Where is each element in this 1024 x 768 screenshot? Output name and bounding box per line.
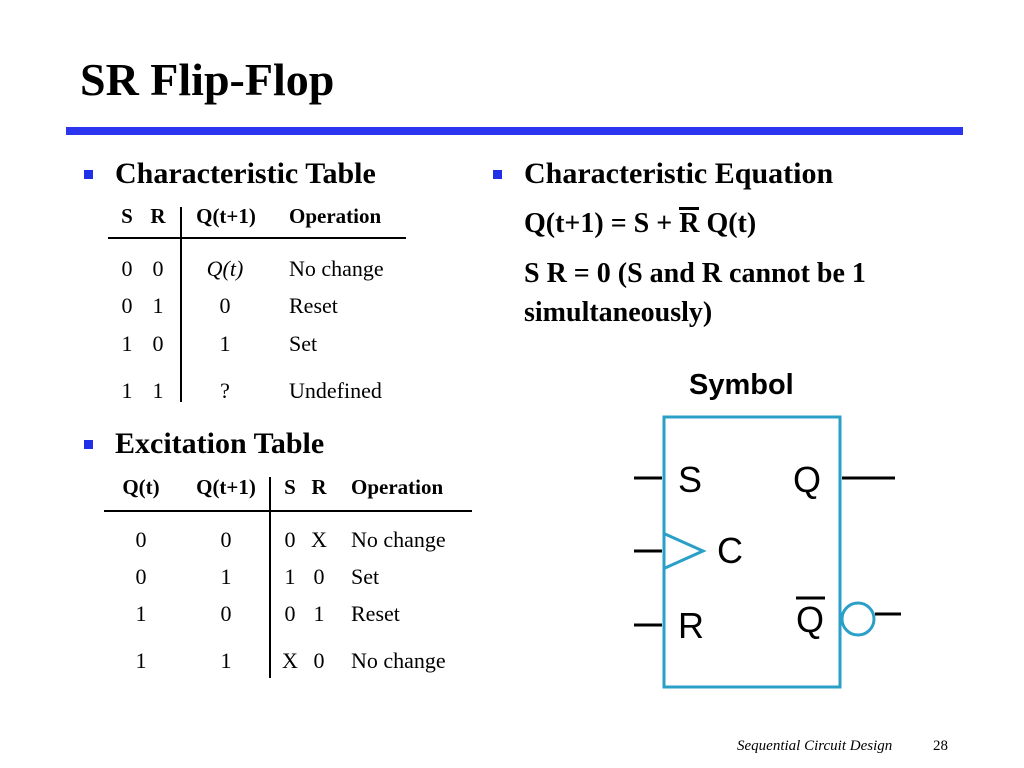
output-label-q: Q [793,459,821,500]
table-cell: Reset [351,601,400,626]
col-header-s: S [121,204,133,228]
excitation-table-heading: Excitation Table [115,427,325,460]
table-cell: Undefined [289,378,382,403]
table-cell: No change [351,527,446,552]
table-cell: 1 [121,378,133,403]
output-label-q-bar: Q [796,599,824,640]
col-header-r: R [150,204,166,228]
table-cell: 1 [121,331,133,356]
table-cell: 0 [220,601,232,626]
characteristic-equation: Q(t+1) = S + R Q(t) [524,207,756,241]
sr-flip-flop-symbol: S C R Q Q [634,415,901,689]
col-header-r: R [311,475,327,499]
constraint-line-1: S R = 0 (S and R cannot be 1 [524,258,866,289]
clock-triangle-icon [664,532,707,570]
table-cell: 1 [152,293,164,318]
table-cell: 1 [313,601,325,626]
col-header-q: Q(t) [122,475,160,499]
table-cell: ? [220,378,230,403]
flip-flop-body [662,415,842,689]
bullet-square-icon [84,440,93,449]
table-cell: Set [351,564,380,589]
symbol-label: Symbol [689,369,794,401]
slide-title: SR Flip-Flop [80,54,335,105]
table-divider [269,477,271,678]
table-cell: 0 [284,527,296,552]
constraint-line-2: simultaneously) [524,297,713,328]
characteristic-table-heading: Characteristic Table [115,157,376,190]
bullet-square-icon [493,170,502,179]
characteristic-equation-heading: Characteristic Equation [524,157,834,190]
table-cell: 0 [220,527,232,552]
table-divider [180,207,182,402]
table-cell: 0 [152,256,164,281]
title-underline [66,127,963,135]
table-cell: 1 [220,564,232,589]
r-complement: R [679,207,700,239]
table-header-rule [108,237,406,239]
col-header-s: S [284,475,296,499]
equation-left: Q(t+1) = S + [524,208,680,239]
table-cell: 0 [219,293,231,318]
col-header-operation: Operation [289,204,382,228]
table-cell: No change [351,648,446,673]
table-cell: 0 [284,601,296,626]
table-cell: X [311,527,327,552]
table-cell: 1 [135,601,147,626]
table-cell: Q(t) [206,256,244,281]
table-cell: 0 [313,564,325,589]
table-cell: 0 [152,331,164,356]
table-cell: 1 [220,648,232,673]
page-number: 28 [933,738,948,754]
input-label-s: S [678,459,702,500]
table-cell: X [282,648,298,673]
table-cell: 0 [135,564,147,589]
table-cell: 1 [135,648,147,673]
table-cell: 0 [121,256,133,281]
table-cell: 0 [121,293,133,318]
col-header-q-next: Q(t+1) [196,475,256,499]
equation-right: Q(t) [699,208,757,239]
table-cell: 1 [152,378,164,403]
table-cell: 1 [219,331,231,356]
col-header-q-next: Q(t+1) [196,204,256,228]
table-cell: No change [289,256,384,281]
inversion-bubble-icon [840,601,876,637]
table-header-rule [104,510,472,512]
table-cell: 0 [313,648,325,673]
table-cell: Reset [289,293,338,318]
bullet-square-icon [84,170,93,179]
col-header-operation: Operation [351,475,444,499]
table-cell: Set [289,331,318,356]
input-label-r: R [678,605,704,646]
input-label-c: C [717,530,743,571]
footer-text: Sequential Circuit Design [737,738,893,754]
table-cell: 1 [284,564,296,589]
table-cell: 0 [135,527,147,552]
